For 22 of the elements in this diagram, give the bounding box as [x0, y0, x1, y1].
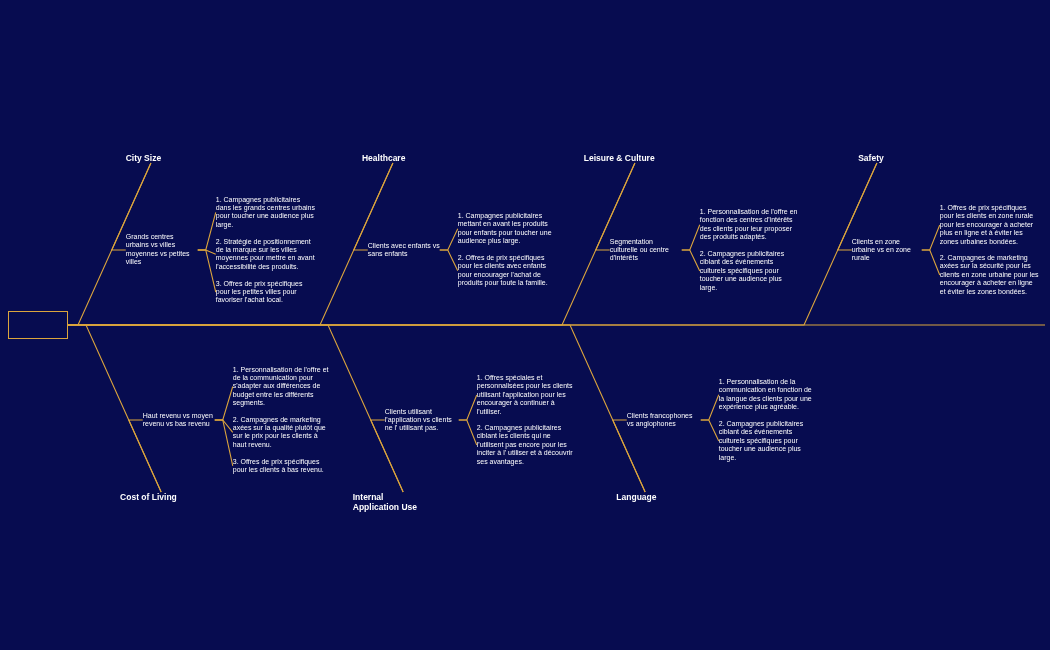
category-label: Healthcare: [361, 153, 406, 163]
branch-line: [594, 162, 636, 251]
branch-line: [127, 419, 162, 493]
branch-line: [369, 419, 404, 493]
fork-line: [681, 249, 701, 272]
category-label: Safety: [858, 153, 884, 163]
branch-line: [836, 162, 878, 251]
fork-line: [458, 419, 478, 446]
branch-line: [611, 419, 646, 493]
fork-line: [197, 249, 217, 293]
category-label: Cost of Living: [120, 492, 177, 502]
fork-line: [700, 419, 720, 442]
branch-line: [110, 162, 152, 251]
category-label: City Size: [125, 153, 162, 163]
fork-line: [921, 249, 941, 276]
category-label: Language: [616, 492, 657, 502]
fork-line: [439, 249, 459, 272]
category-label: Leisure & Culture: [583, 153, 655, 163]
fork-line: [214, 419, 234, 467]
head-box: [8, 311, 68, 339]
category-label: Internal Application Use: [352, 492, 423, 512]
branch-line: [352, 162, 394, 251]
